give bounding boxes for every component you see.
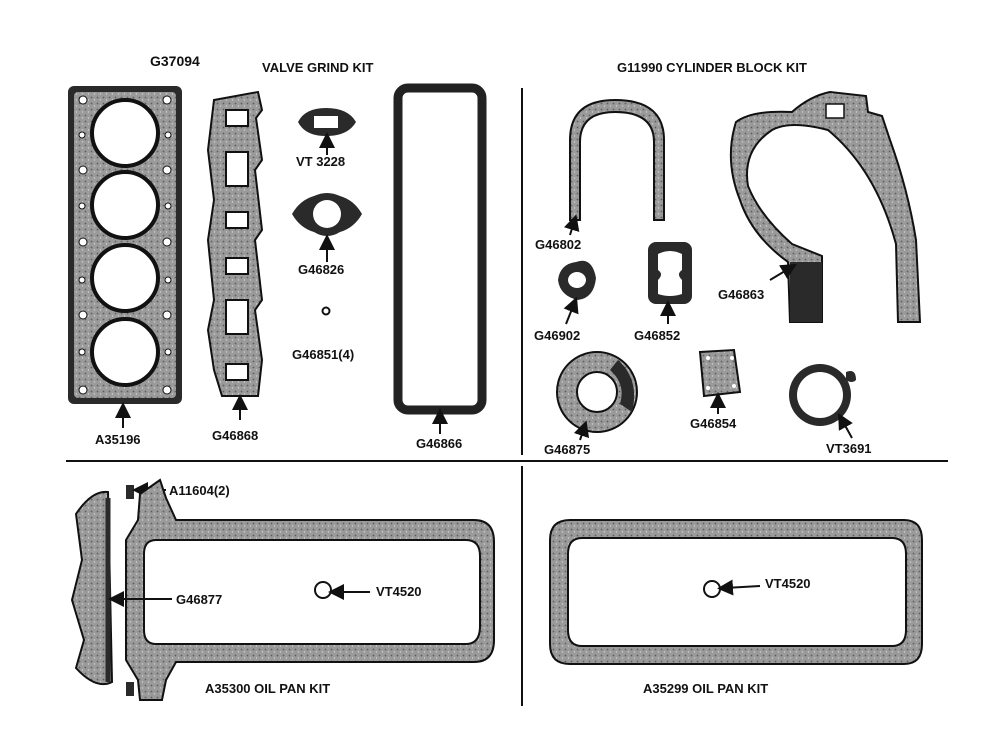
rear-seal-gasket-label: G46802 [535,237,581,252]
rear-seal-gasket-shape [569,98,665,221]
small-washer-label: G46851(4) [292,347,354,362]
thermostat-gasket-label: G46852 [634,328,680,343]
ring-gasket-arrow [838,413,853,439]
side-strip-shape [70,490,114,686]
head-gasket-shape [68,86,182,404]
drain-washer-right-label: VT4520 [765,576,811,591]
side-strip-label: G46877 [176,592,222,607]
square-plate-gasket-shape [698,348,742,398]
drain-washer-left-label: VT4520 [376,584,422,599]
oil-pan-kit-left-title: A35300 OIL PAN KIT [205,681,330,696]
cylinder-block-kit-title: G11990 CYLINDER BLOCK KIT [617,60,807,75]
timing-cover-gasket-arrow [769,263,797,281]
drain-washer-right-arrow [717,579,761,596]
round-flange-gasket-shape [292,193,362,236]
end-seal-bottom-shape [126,682,134,696]
oil-pan-kit-right-title: A35299 OIL PAN KIT [643,681,768,696]
small-flange-gasket-label: VT 3228 [296,154,345,169]
manifold-gasket-label: G46868 [212,428,258,443]
fuel-pump-gasket-arrow [563,296,579,325]
thermostat-gasket-shape [648,242,692,304]
end-seal-top-shape [126,485,134,499]
fuel-pump-gasket-label: G46902 [534,328,580,343]
fuel-pump-gasket-shape [558,260,596,300]
drain-washer-left-shape [314,581,332,599]
seal-ring-shape [556,351,638,433]
rocker-cover-gasket-shape [393,83,487,415]
small-washer-shape [321,306,331,316]
oil-pan-gasket-right-shape [549,519,923,665]
rocker-cover-gasket-label: G46866 [416,436,462,451]
round-flange-gasket-label: G46826 [298,262,344,277]
ring-gasket-shape [789,364,856,426]
head-gasket-label: A35196 [95,432,141,447]
timing-cover-gasket-label: G46863 [718,287,764,302]
seal-ring-arrow [573,420,590,441]
timing-cover-gasket-shape [729,90,922,323]
oil-pan-gasket-left-shape [125,478,495,701]
manifold-gasket-shape [206,90,264,397]
valve-grind-kit-number: G37094 [150,53,200,69]
ring-gasket-label: VT3691 [826,441,872,456]
end-seal-label: A11604(2) [169,483,230,498]
rear-seal-gasket-arrow [564,214,580,236]
valve-grind-kit-title: VALVE GRIND KIT [262,60,374,75]
small-flange-gasket-shape [298,108,356,136]
seal-ring-label: G46875 [544,442,590,457]
drain-washer-right-shape [703,580,721,598]
square-plate-gasket-label: G46854 [690,416,737,431]
